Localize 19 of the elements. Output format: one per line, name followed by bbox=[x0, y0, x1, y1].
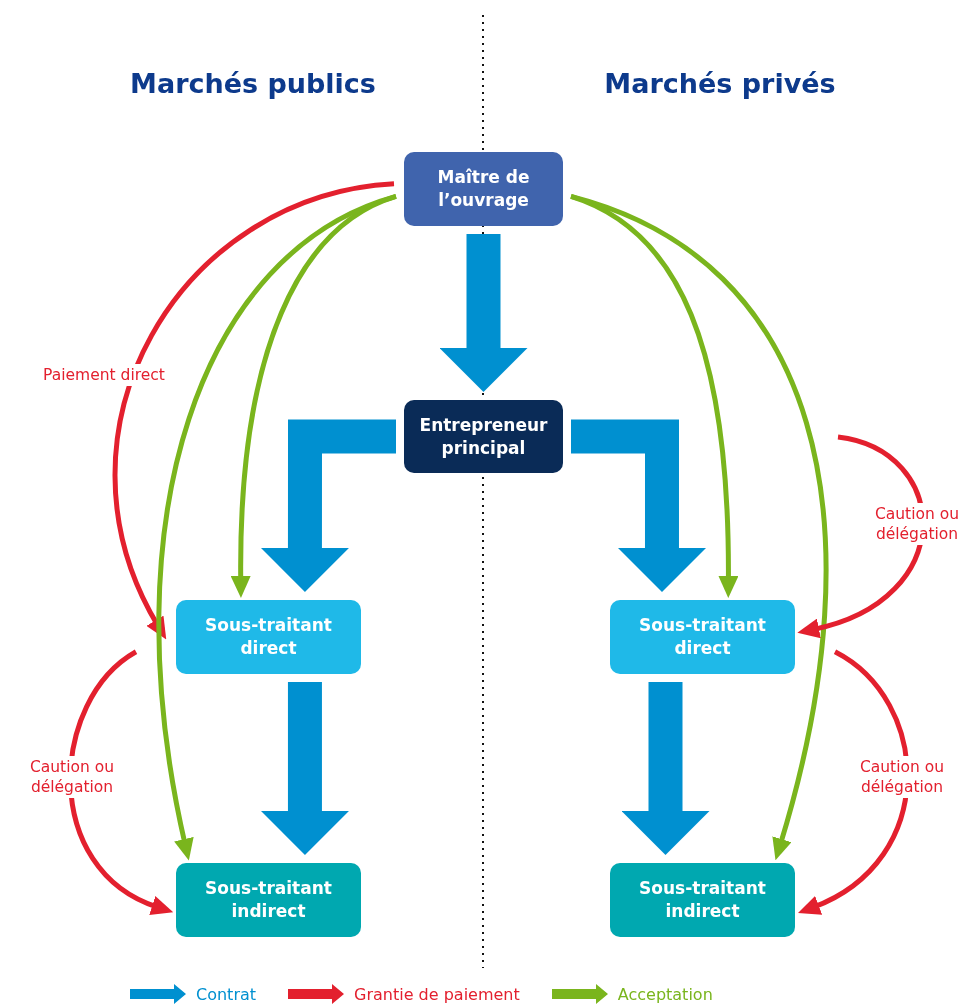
arrow bbox=[797, 434, 925, 638]
process-box: Sous-traitant indirect bbox=[176, 863, 361, 937]
arrow bbox=[570, 194, 829, 861]
arrow bbox=[621, 682, 710, 855]
process-box: Entrepreneur principal bbox=[404, 400, 563, 473]
process-box: Sous-traitant direct bbox=[176, 600, 361, 674]
section-heading: Marchés privés bbox=[603, 68, 837, 99]
arrow bbox=[156, 194, 397, 861]
arrow bbox=[439, 234, 528, 392]
section-heading: Marchés publics bbox=[129, 68, 377, 99]
legend-label: Acceptation bbox=[617, 984, 713, 1004]
process-box: Sous-traitant indirect bbox=[610, 863, 795, 937]
legend-label: Contrat bbox=[196, 984, 257, 1004]
process-box: Maître de l’ouvrage bbox=[404, 152, 563, 226]
arrow bbox=[798, 649, 910, 915]
legend-label: Grantie de paiement bbox=[354, 984, 520, 1004]
arrow bbox=[112, 181, 395, 641]
process-box: Sous-traitant direct bbox=[610, 600, 795, 674]
arrow bbox=[260, 682, 349, 855]
